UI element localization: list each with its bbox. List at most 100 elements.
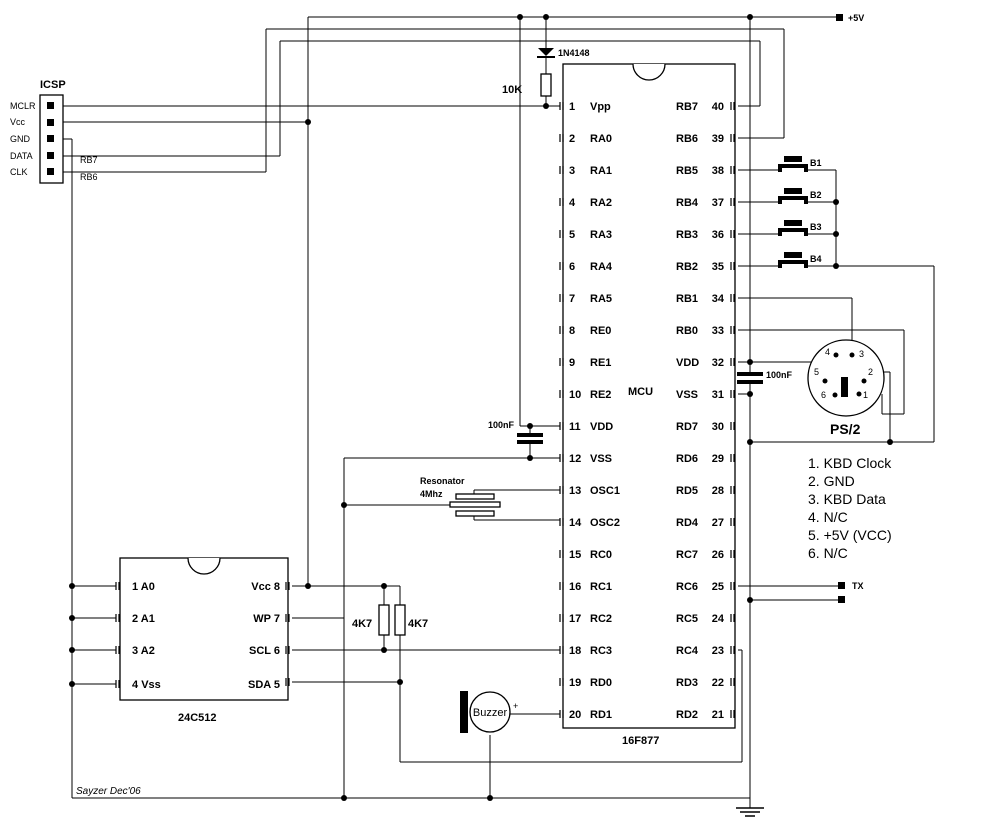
mcu-pin-35-name: RB2: [676, 261, 698, 273]
button-b4: B4: [778, 252, 822, 268]
mcu-pin-21-label: 21: [712, 709, 724, 721]
mcu-pin-18-mark: [559, 646, 564, 654]
mcu-pin-14-mark: [559, 518, 564, 526]
credit-text: Sayzer Dec'06: [76, 786, 141, 797]
net-label-rb7: RB7: [80, 155, 98, 165]
mcu-pin-17-mark: [559, 614, 564, 622]
ps2-pin-6: 6: [821, 390, 826, 400]
mcu-pin-13-label: 13: [569, 485, 581, 497]
buzzer-plus: +: [513, 701, 518, 711]
mcu-pin-2-label: 2: [569, 133, 575, 145]
mcu-pin-8-mark: [559, 326, 564, 334]
mcu-pin-37-mark: [730, 198, 735, 206]
mcu-pin-11-name: VDD: [590, 421, 613, 433]
mcu-pin-16-label: 16: [569, 581, 581, 593]
eeprom-left-pin-mark-3: [115, 646, 120, 654]
ps2-title: PS/2: [830, 421, 861, 437]
mcu-pin-10-name: RE2: [590, 389, 611, 401]
mcu-pin-23-label: 23: [712, 645, 724, 657]
mcu-pin-27-name: RD4: [676, 517, 699, 529]
mcu-pin-34-mark: [730, 294, 735, 302]
mcu-pin-28-name: RD5: [676, 485, 698, 497]
mcu-pin-31-label: 31: [712, 389, 724, 401]
button-label-b1: B1: [810, 158, 822, 168]
button-b1: B1: [778, 156, 822, 172]
buzzer: Buzzer +: [460, 691, 518, 733]
eeprom-pin2: 2 A1: [132, 613, 155, 625]
tx-label: TX: [852, 581, 864, 591]
button-label-b2: B2: [810, 190, 822, 200]
eeprom-pin6: SCL 6: [249, 645, 280, 657]
ps2-legend-3: 3. KBD Data: [808, 491, 886, 507]
mcu-right-pins: 40RB739RB638RB537RB436RB335RB234RB133RB0…: [676, 101, 735, 721]
mcu-pin-36-label: 36: [712, 229, 724, 241]
capacitor-mcu-vdd: 100nF: [488, 420, 543, 444]
mcu-pin-10-label: 10: [569, 389, 581, 401]
mcu-pin-13-mark: [559, 486, 564, 494]
mcu-pin-16-mark: [559, 582, 564, 590]
mcu-pin-9-label: 9: [569, 357, 575, 369]
mcu-pin-32-label: 32: [712, 357, 724, 369]
mcu-pin-38-label: 38: [712, 165, 724, 177]
mcu-pin-25-mark: [730, 582, 735, 590]
mcu-pin-4-name: RA2: [590, 197, 612, 209]
ps2-pin-3: 3: [859, 349, 864, 359]
mcu-pin-29-mark: [730, 454, 735, 462]
mcu-pin-26-mark: [730, 550, 735, 558]
mcu-pin-35-label: 35: [712, 261, 724, 273]
mcu-pin-7-label: 7: [569, 293, 575, 305]
mcu-pin-12-mark: [559, 454, 564, 462]
ps2-legend-6: 6. N/C: [808, 545, 848, 561]
mcu-pin-32-mark: [730, 358, 735, 366]
resistor-10k-label: 10K: [502, 84, 522, 96]
mcu-pin-32-name: VDD: [676, 357, 699, 369]
mcu-part: 16F877: [622, 735, 659, 747]
icsp-pin-clk: CLK: [10, 167, 28, 177]
mcu-pin-8-label: 8: [569, 325, 575, 337]
mcu-pin-1-mark: [559, 102, 564, 110]
mcu-pin-5-mark: [559, 230, 564, 238]
mcu-pin-16-name: RC1: [590, 581, 612, 593]
ps2-legend: 1. KBD Clock 2. GND 3. KBD Data 4. N/C 5…: [808, 455, 892, 561]
mcu-pin-35-mark: [730, 262, 735, 270]
eeprom-part: 24C512: [178, 712, 217, 724]
ps2-legend-5: 5. +5V (VCC): [808, 527, 892, 543]
eeprom-right-pin-mark-1: [285, 582, 290, 590]
mcu-pin-39-mark: [730, 134, 735, 142]
mcu-pin-15-label: 15: [569, 549, 581, 561]
mcu-pin-19-name: RD0: [590, 677, 612, 689]
mcu-pin-11-mark: [559, 422, 564, 430]
eeprom-pin8: Vcc 8: [251, 581, 280, 593]
mcu-pin-33-mark: [730, 326, 735, 334]
mcu-pin-14-label: 14: [569, 517, 582, 529]
eeprom-pin5: SDA 5: [248, 679, 280, 691]
eeprom-right-pin-mark-4: [285, 678, 290, 686]
mcu-pin-9-mark: [559, 358, 564, 366]
button-b3: B3: [778, 220, 822, 236]
mcu-pin-25-label: 25: [712, 581, 724, 593]
mcu-pin-21-name: RD2: [676, 709, 698, 721]
mcu-pin-6-name: RA4: [590, 261, 613, 273]
mcu-pin-13-name: OSC1: [590, 485, 620, 497]
mcu-name: MCU: [628, 386, 653, 398]
icsp-title: ICSP: [40, 79, 66, 91]
mcu-pin-24-label: 24: [712, 613, 725, 625]
mcu-pin-38-mark: [730, 166, 735, 174]
mcu-pin-9-name: RE1: [590, 357, 611, 369]
mcu-pin-31-name: VSS: [676, 389, 698, 401]
mcu-pin-22-name: RD3: [676, 677, 698, 689]
mcu-pin-12-name: VSS: [590, 453, 612, 465]
icsp-header: ICSP MCLR Vcc GND DATA CLK RB7 RB6: [10, 79, 98, 184]
mcu-pin-2-name: RA0: [590, 133, 612, 145]
mcu-pin-20-name: RD1: [590, 709, 612, 721]
ps2-legend-4: 4. N/C: [808, 509, 848, 525]
mcu-pin-29-name: RD6: [676, 453, 698, 465]
supply-label: +5V: [848, 13, 864, 23]
pullup-label-2: 4K7: [408, 618, 428, 630]
mcu-pin-24-mark: [730, 614, 735, 622]
mcu-pin-34-name: RB1: [676, 293, 698, 305]
icsp-pin-vcc: Vcc: [10, 117, 26, 127]
mcu-pin-30-label: 30: [712, 421, 724, 433]
junction-dots: [69, 14, 893, 801]
